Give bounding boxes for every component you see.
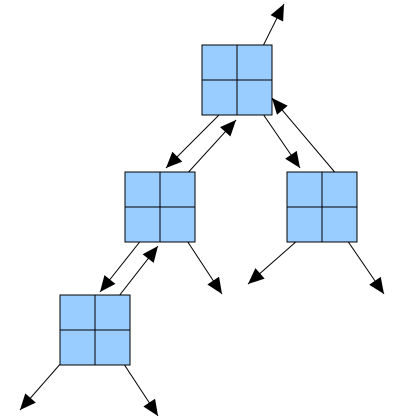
node-cell-top-right — [236, 44, 273, 81]
node-cell-top-left — [286, 171, 323, 208]
node-cell-top-right — [159, 171, 196, 208]
edge-child-pointer — [165, 111, 223, 169]
node-right-child — [286, 171, 358, 243]
arrow-head-icon — [166, 151, 183, 168]
node-cell-bottom-left — [59, 329, 96, 366]
node-cell-bottom-right — [236, 79, 273, 116]
node-cell-top-left — [201, 44, 238, 81]
node-left-left-child — [59, 294, 131, 366]
edge-child-pointer — [99, 233, 147, 293]
node-left-child — [124, 171, 196, 243]
node-cell-bottom-right — [321, 206, 358, 243]
node-root — [201, 44, 273, 116]
node-cell-bottom-right — [94, 329, 131, 366]
node-cell-top-left — [124, 171, 161, 208]
edge-line — [271, 97, 339, 177]
arrow-head-icon — [100, 275, 116, 292]
node-cell-bottom-left — [124, 206, 161, 243]
node-cell-bottom-right — [159, 206, 196, 243]
arrow-head-icon — [142, 246, 158, 263]
arrow-head-icon — [143, 398, 158, 416]
node-cell-top-right — [94, 294, 131, 331]
arrow-head-icon — [369, 276, 384, 294]
node-cell-top-right — [321, 171, 358, 208]
node-cell-bottom-left — [286, 206, 323, 243]
arrow-head-icon — [20, 393, 36, 410]
edge-child-pointer — [247, 239, 299, 285]
arrow-head-icon — [272, 98, 288, 115]
edge-parent-pointer — [271, 97, 339, 177]
arrow-head-icon — [285, 150, 300, 168]
node-cell-bottom-left — [201, 79, 238, 116]
arrow-head-icon — [207, 276, 222, 294]
arrow-head-icon — [248, 268, 265, 284]
nodes-layer — [59, 44, 358, 366]
arrow-head-icon — [270, 4, 284, 22]
arrow-head-icon — [220, 120, 236, 137]
node-cell-top-left — [59, 294, 96, 331]
